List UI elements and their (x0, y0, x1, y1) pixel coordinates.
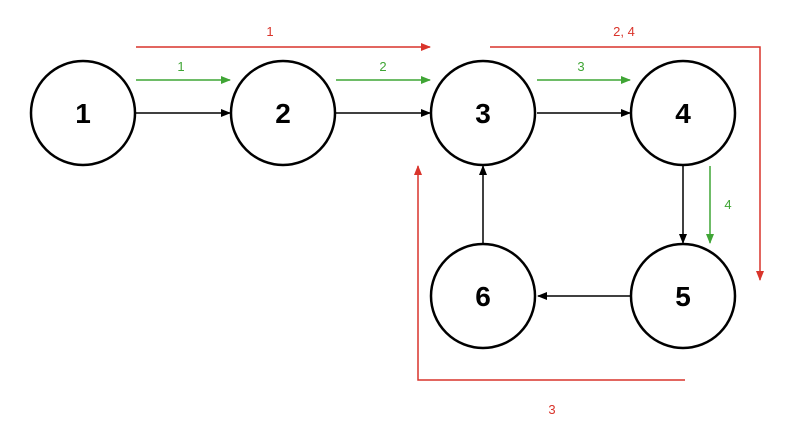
red-label-1: 1 (266, 24, 273, 39)
red-label-3: 3 (548, 402, 555, 417)
graph-edges (136, 109, 687, 300)
node-6: 6 (429, 242, 537, 350)
node-2-circle (229, 59, 337, 167)
red-arrow-3 (414, 165, 685, 381)
node-3: 3 (429, 59, 537, 167)
node-6-circle (429, 242, 537, 350)
node-5: 5 (629, 242, 737, 350)
node-3-circle (429, 59, 537, 167)
node-1-label: 1 (75, 98, 91, 129)
red-label-2: 2, 4 (613, 24, 635, 39)
node-2: 2 (229, 59, 337, 167)
green-label-2: 2 (379, 59, 386, 74)
node-1: 1 (29, 59, 137, 167)
red-steps: 1 2, 4 3 (136, 24, 764, 417)
node-2-label: 2 (275, 98, 291, 129)
node-1-circle (29, 59, 137, 167)
graph-nodes: 1 2 3 4 5 6 (29, 59, 737, 350)
red-arrow-2 (490, 46, 764, 281)
green-label-4: 4 (724, 197, 731, 212)
node-6-label: 6 (475, 281, 491, 312)
node-5-circle (629, 242, 737, 350)
node-4: 4 (629, 59, 737, 167)
node-4-label: 4 (675, 98, 691, 129)
green-steps: 1 2 3 4 (136, 59, 732, 244)
green-label-1: 1 (177, 59, 184, 74)
green-label-3: 3 (577, 59, 584, 74)
node-3-label: 3 (475, 98, 491, 129)
node-4-circle (629, 59, 737, 167)
node-5-label: 5 (675, 281, 691, 312)
